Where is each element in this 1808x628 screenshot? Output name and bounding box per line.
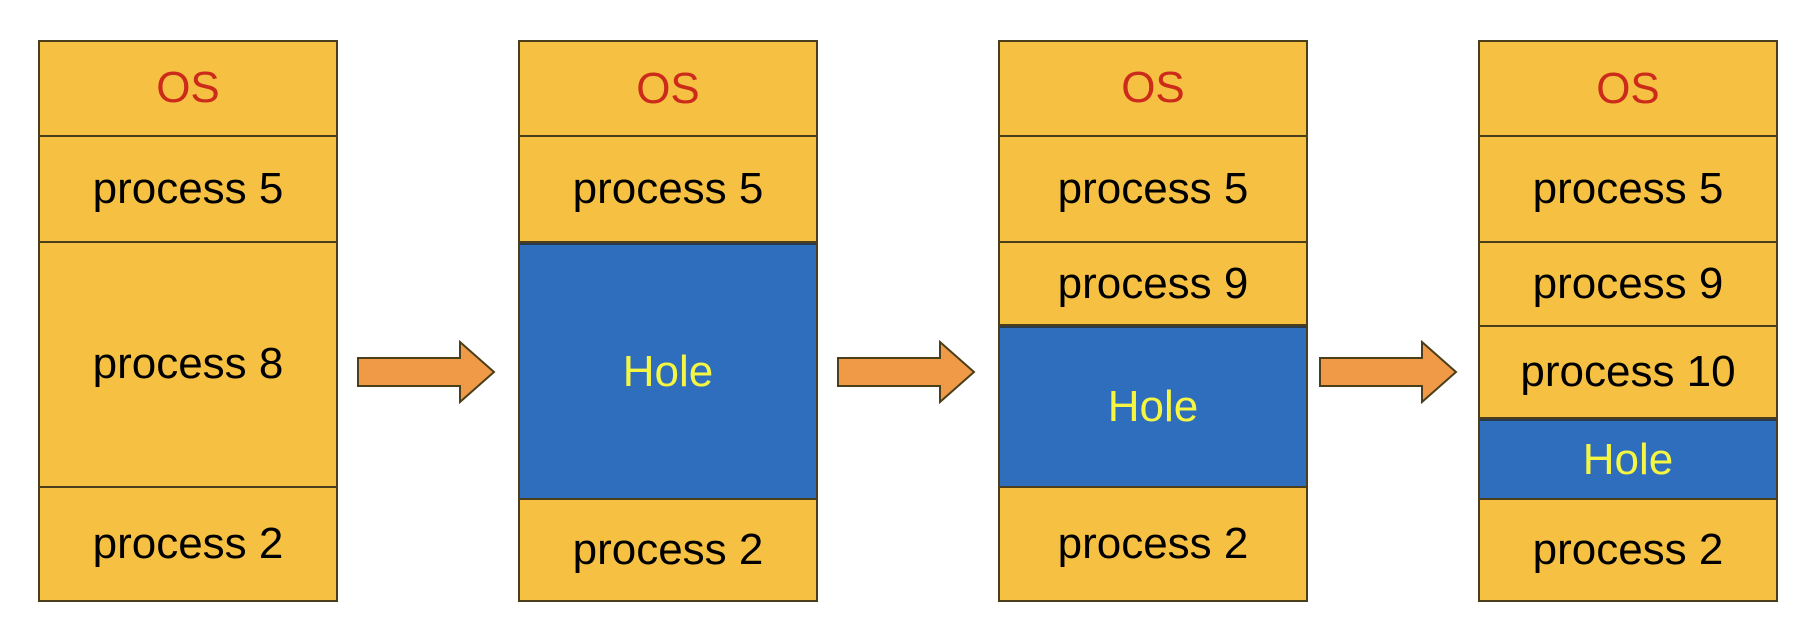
process-block: process 8 — [40, 242, 336, 489]
hole-block-label: Hole — [1582, 434, 1674, 484]
hole-block: Hole — [1000, 326, 1306, 489]
process-block: process 2 — [1000, 488, 1306, 600]
memory-column-4: OS process 5 process 9 process 10 Hole proces… — [1478, 40, 1778, 602]
memory-column-1: OS process 5 process 8 process 2 — [38, 40, 338, 602]
hole-block: Hole — [520, 243, 816, 500]
right-arrow-icon — [357, 340, 496, 404]
process-block: process 2 — [40, 488, 336, 600]
process-block-label: process 10 — [1520, 347, 1736, 396]
process-block-label: process 2 — [92, 519, 284, 569]
process-block: process 5 — [1480, 137, 1776, 243]
right-arrow-icon — [1319, 340, 1458, 404]
process-block: process 9 — [1480, 243, 1776, 327]
memory-column-3: OS process 5 process 9 Hole process 2 — [998, 40, 1308, 602]
memory-column-2: OS process 5 Hole process 2 — [518, 40, 818, 602]
process-block-label: process 5 — [1057, 163, 1249, 213]
process-block-label: process 9 — [1532, 259, 1724, 308]
os-block-label: OS — [1596, 63, 1660, 113]
process-block-label: process 8 — [92, 339, 284, 389]
os-block: OS — [1000, 42, 1306, 137]
hole-block-label: Hole — [1107, 382, 1199, 432]
os-block-label: OS — [156, 63, 220, 113]
process-block-label: process 2 — [1057, 519, 1249, 569]
process-block: process 2 — [520, 500, 816, 600]
process-block: process 10 — [1480, 327, 1776, 419]
process-block: process 2 — [1480, 500, 1776, 600]
os-block-label: OS — [1121, 63, 1185, 113]
hole-block-label: Hole — [622, 346, 714, 396]
process-block-label: process 2 — [1532, 525, 1724, 574]
process-block: process 5 — [1000, 136, 1306, 243]
process-block: process 5 — [520, 137, 816, 243]
process-block-label: process 9 — [1057, 258, 1249, 308]
process-block: process 9 — [1000, 242, 1306, 327]
process-block-label: process 5 — [92, 163, 284, 213]
process-block-label: process 2 — [572, 525, 764, 574]
process-block: process 5 — [40, 136, 336, 243]
process-block-label: process 5 — [572, 164, 764, 213]
os-block: OS — [520, 42, 816, 137]
os-block: OS — [40, 42, 336, 137]
right-arrow-icon — [837, 340, 976, 404]
os-block: OS — [1480, 42, 1776, 137]
process-block-label: process 5 — [1532, 164, 1724, 213]
hole-block: Hole — [1480, 419, 1776, 500]
os-block-label: OS — [636, 63, 700, 113]
